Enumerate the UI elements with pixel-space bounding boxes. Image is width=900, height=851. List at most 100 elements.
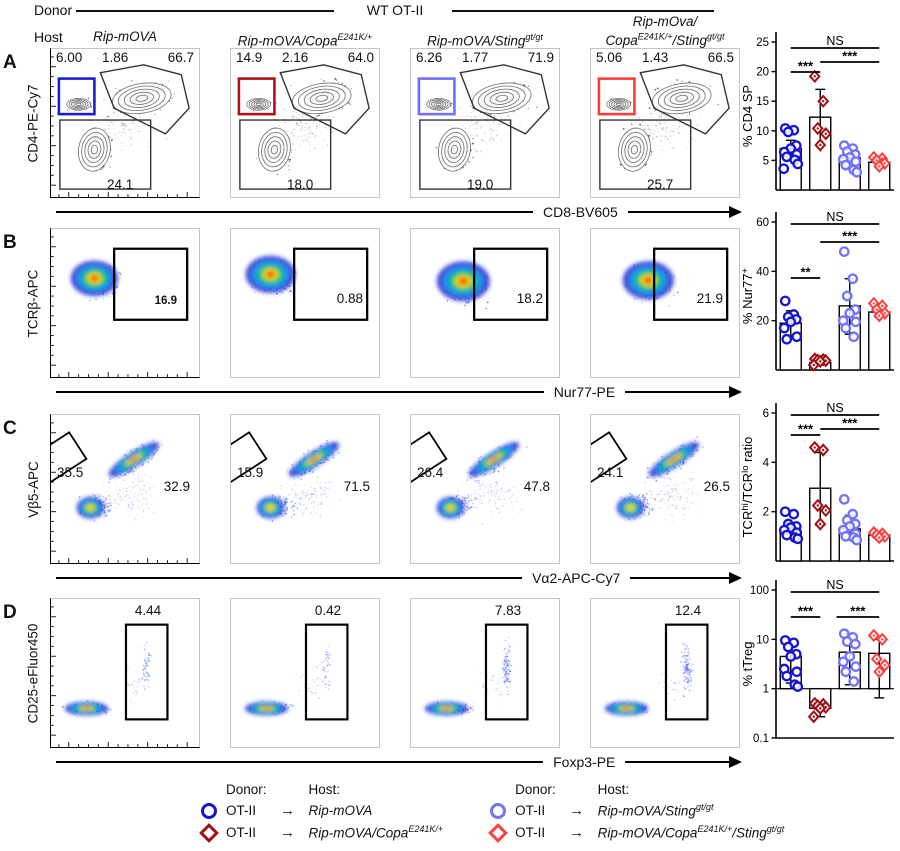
flow-plot-b4: 21.9	[590, 228, 740, 378]
flow-plot-a3: 6.26 1.77 71.9 19.0	[410, 48, 560, 198]
flow-plot-d1-canvas	[51, 606, 188, 747]
panel-c-yaxis-label: Vβ5-APC	[25, 460, 41, 518]
flow-plot-b1: 16.9	[50, 228, 200, 378]
panel-d-xaxis: Foxp3-PE	[56, 754, 740, 770]
arrow-right-icon: →	[280, 824, 296, 841]
legend-donor-header: Donor:	[226, 782, 267, 797]
flow-plot-c2-canvas	[231, 431, 342, 522]
arrow-right-icon: →	[569, 824, 585, 841]
legend-group-1: Donor: Host: OT-II → Rip-mOVA OT-II → Ri…	[199, 782, 444, 843]
gate-pct: 18.0	[287, 177, 314, 192]
gate-pct: 14.9	[236, 50, 263, 65]
gate-pct: 0.88	[336, 291, 363, 306]
gate-pct: 32.9	[163, 479, 190, 494]
axis-arrow	[625, 760, 740, 764]
flow-plot-b3-canvas	[436, 247, 549, 321]
gate-pct: 35.5	[57, 465, 84, 480]
donor-line-left	[76, 10, 334, 13]
gate-pct: 1.77	[462, 50, 489, 65]
axis-line	[56, 210, 534, 214]
svg-text:% CD4 SP: % CD4 SP	[740, 85, 755, 147]
svg-text:NS: NS	[826, 210, 843, 224]
flow-plot-c4: 24.1 26.5	[590, 414, 740, 564]
svg-text:15: 15	[756, 96, 769, 108]
panel-c: C Vβ5-APC 35.5 32.9 15.9 71.5 26.4 47.8 …	[0, 401, 900, 600]
flow-plot-d3-canvas	[424, 623, 529, 721]
gate-pct: 66.5	[707, 50, 734, 65]
gate-pct: 24.1	[107, 177, 134, 192]
gate-pct: 24.1	[597, 465, 624, 480]
gate-pct: 7.83	[494, 603, 522, 618]
svg-text:60: 60	[756, 217, 769, 229]
axis-line	[56, 760, 544, 764]
svg-text:% Nur77+: % Nur77+	[740, 267, 755, 324]
gate-pct: 1.86	[102, 50, 129, 65]
panel-d-yaxis-label: CD25-eFluor450	[25, 623, 41, 723]
flow-plot-d2-canvas	[244, 623, 349, 721]
flow-plot-a1: 6.00 1.86 66.7 24.1	[50, 48, 200, 198]
svg-text:***: ***	[842, 49, 858, 64]
flow-plot-b1-canvas	[51, 236, 189, 377]
flow-plot-a2: 14.9 2.16 64.0 18.0	[230, 48, 380, 198]
marker-circle-lightblue-icon	[490, 802, 507, 819]
svg-text:20: 20	[756, 67, 769, 79]
host-name-1: Rip-mOVA	[93, 29, 157, 44]
panel-a-xaxis-label: CD8-BV605	[543, 204, 618, 220]
legend-host: Rip-mOVA/CopaE241K/+	[308, 824, 444, 841]
flow-plot-a1-canvas	[51, 56, 190, 197]
legend-host: Rip-mOVA/Stinggt/gt	[597, 802, 714, 819]
gate-pct: 0.42	[314, 603, 342, 618]
axis-line	[56, 576, 523, 580]
axis-arrow	[630, 576, 740, 580]
flow-plot-a3-canvas	[417, 64, 550, 190]
marker-diamond-darkred-icon	[199, 822, 219, 843]
marker-circle-darkblue-icon	[201, 802, 217, 819]
legend-donor: OT-II	[226, 825, 256, 840]
panel-d-xaxis-label: Foxp3-PE	[553, 754, 616, 770]
flow-plot-d3: 7.83	[410, 598, 560, 748]
arrow-right-icon: →	[280, 802, 296, 819]
legend-donor: OT-II	[515, 803, 546, 818]
legend-host-header: Host:	[597, 782, 630, 797]
flow-plot-c1: 35.5 32.9	[50, 414, 200, 564]
figure-header: Donor WT OT-II Host Rip-mOVA Rip-mOVA/Co…	[0, 0, 900, 48]
flow-plot-a4: 5.06 1.43 66.5 25.7	[590, 48, 740, 198]
host-label: Host	[34, 29, 63, 45]
legend-group-2: Donor: Host: OT-II → Rip-mOVA/Stinggt/gt…	[488, 782, 785, 843]
legend-donor: OT-II	[515, 825, 546, 840]
flow-plot-c1-canvas	[51, 422, 188, 563]
legend-host: Rip-mOVA	[308, 803, 373, 818]
marker-diamond-red-icon	[488, 822, 509, 843]
panel-b: B TCRβ-APC 16.9 0.88 18.2 21.9 Nur77-PE	[0, 210, 900, 414]
panel-b-letter: B	[3, 232, 17, 253]
svg-text:**: **	[800, 265, 811, 280]
arrow-right-icon: →	[569, 802, 585, 819]
svg-text:40: 40	[756, 266, 769, 278]
panel-b-yaxis-label: TCRβ-APC	[25, 269, 41, 337]
flow-plot-c4-canvas	[591, 431, 704, 523]
gate-pct: 19.0	[467, 177, 494, 192]
gate-pct: 21.9	[696, 291, 723, 306]
legend-host: Rip-mOVA/CopaE241K/+/Stinggt/gt	[597, 824, 785, 841]
legend-donor: OT-II	[226, 803, 256, 818]
flow-plot-a2-canvas	[237, 64, 370, 190]
gate-pct: 18.2	[516, 291, 543, 306]
flow-plot-d2: 0.42	[230, 598, 380, 748]
gate-pct: 64.0	[347, 50, 374, 65]
gate-pct: 66.7	[167, 50, 194, 65]
gate-pct: 26.5	[703, 479, 730, 494]
svg-text:20: 20	[756, 316, 769, 328]
flow-plot-a4-canvas	[597, 64, 730, 190]
panel-d: D CD25-eFluor450 4.44 0.42 7.83 12.4 Fox…	[0, 578, 900, 784]
gate-pct: 16.9	[154, 295, 177, 307]
svg-text:25: 25	[756, 37, 769, 49]
gate-pct: 71.9	[527, 50, 554, 65]
gate-pct: 5.06	[596, 50, 623, 65]
flow-plot-c3: 26.4 47.8	[410, 414, 560, 564]
donor-line-right	[452, 10, 714, 13]
panel-d-letter: D	[3, 602, 17, 623]
